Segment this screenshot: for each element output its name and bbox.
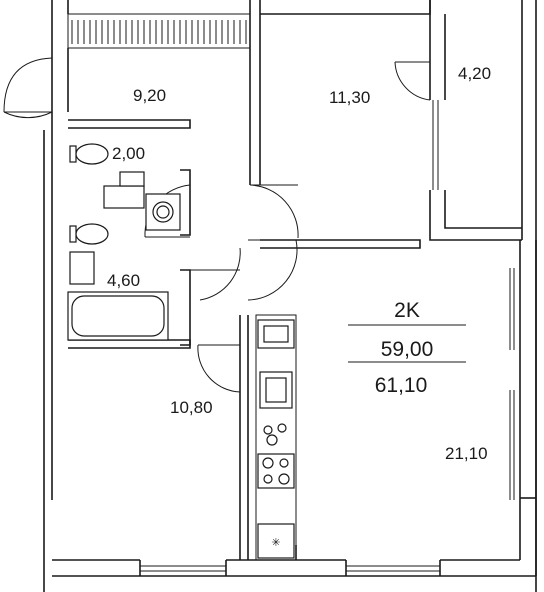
toilet-bowl [75,143,109,165]
wardrobe [67,13,251,49]
flat-type: 2K [394,299,420,322]
wc-fixtures [69,143,181,231]
doors [144,61,431,393]
stove-burner-small [263,425,273,435]
fridge-icon: ✳ [271,536,280,549]
bath-sink [69,251,95,285]
outer-walls [3,0,537,592]
area-bathroom: 4,60 [107,271,140,290]
wardrobe-hatching [71,20,247,44]
area-kitchen: 10,80 [170,398,213,417]
total-area: 61,10 [375,374,428,397]
fridge [257,523,295,559]
area-balcony: 4,20 [458,64,491,83]
bath-fixtures [67,223,169,341]
area-hall: 9,20 [133,86,166,105]
kitchen-counter [255,314,297,561]
area-wc: 2,00 [112,144,145,163]
kitchen-fixtures [255,314,297,561]
toilet-tank [69,145,77,163]
wc-sink [103,185,145,209]
stove [257,453,295,489]
area-bedroom: 11,30 [329,88,370,107]
living-area-total: 59,00 [381,338,434,361]
area-living: 21,10 [445,444,488,463]
